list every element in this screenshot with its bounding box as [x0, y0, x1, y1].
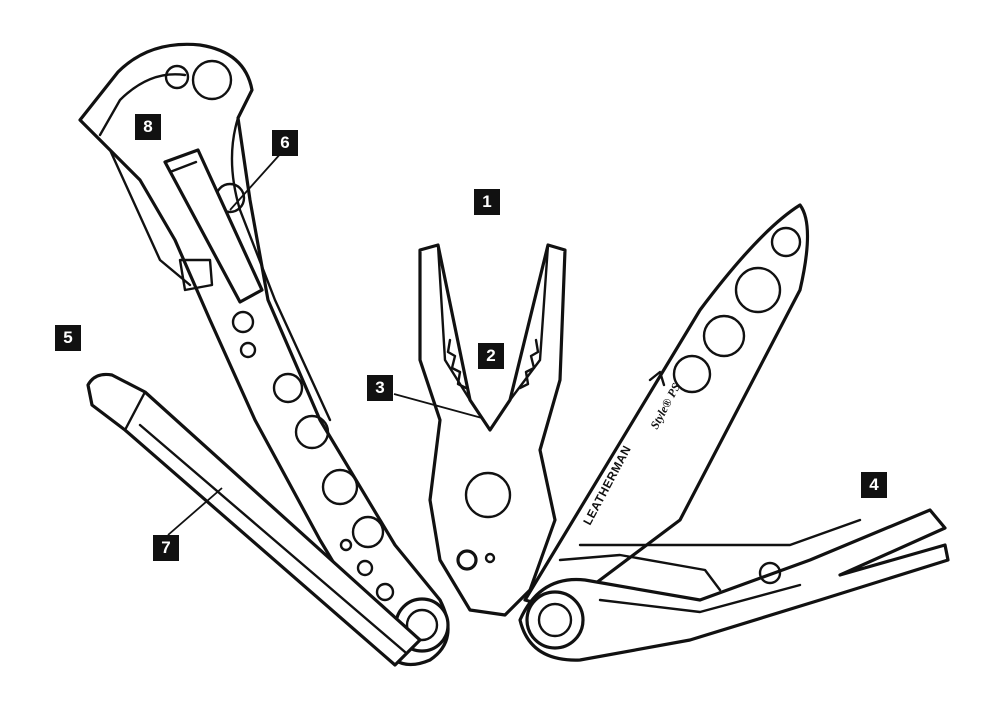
knife-blade: LEATHERMAN Style® PS	[523, 203, 810, 612]
pen-tool	[86, 372, 422, 667]
callout-6: 6	[272, 130, 298, 156]
file-tool	[108, 148, 264, 304]
callout-1: 1	[474, 189, 500, 215]
callout-2: 2	[478, 343, 504, 369]
pliers	[418, 243, 567, 617]
callout-3: 3	[367, 375, 393, 401]
leader-lines	[167, 151, 483, 536]
right-handle	[518, 508, 950, 662]
leader-3	[393, 393, 483, 419]
leader-7	[167, 487, 223, 536]
callout-8: 8	[135, 114, 161, 140]
callout-5: 5	[55, 325, 81, 351]
leader-6	[229, 151, 283, 211]
callout-4: 4	[861, 472, 887, 498]
callout-7: 7	[153, 535, 179, 561]
